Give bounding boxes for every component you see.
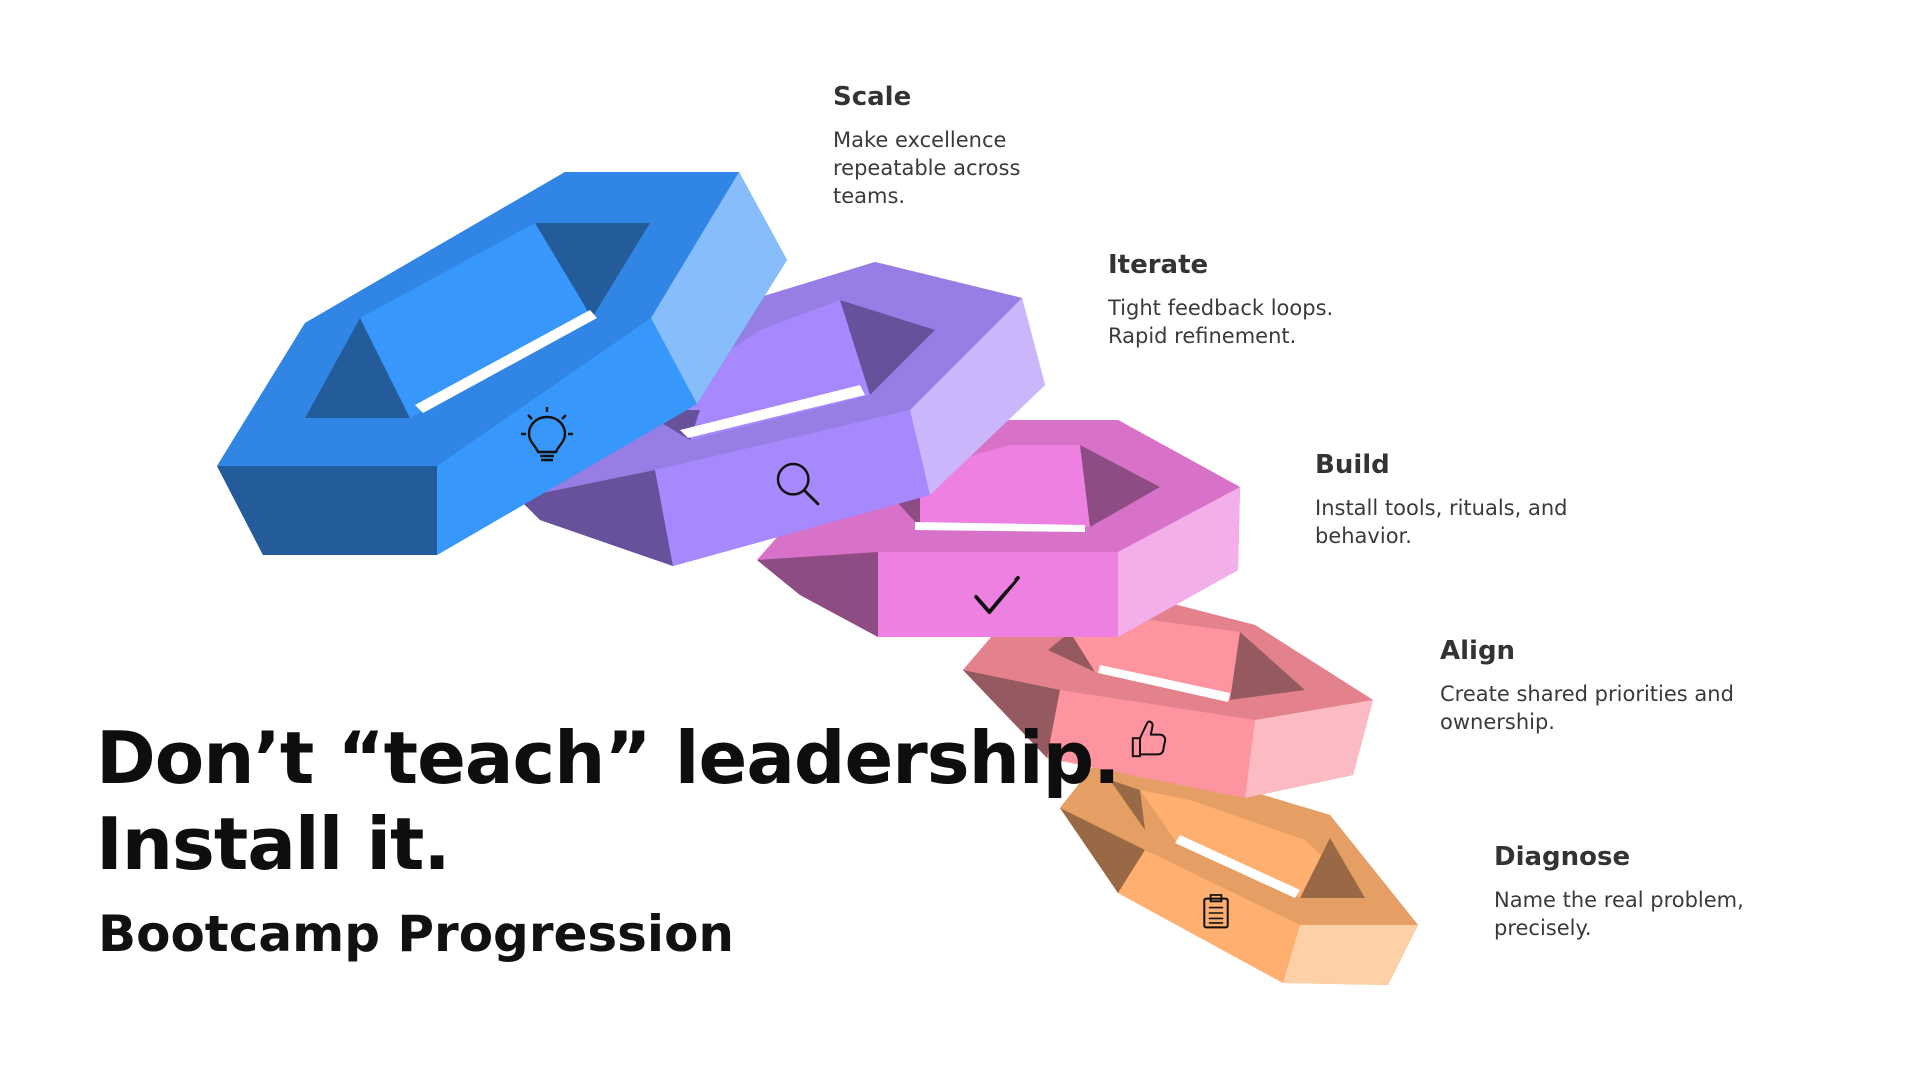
- block-iterate: [518, 262, 1045, 566]
- block-diagnose-right-face: [1283, 925, 1418, 985]
- step-scale-description: Make excellence repeatable across teams.: [833, 128, 1021, 208]
- headline: Don’t “teach” leadership. Install it.: [96, 715, 1120, 887]
- block-align: [963, 598, 1373, 798]
- step-scale-title: Scale: [833, 82, 912, 112]
- block-build-front-face: [878, 552, 1118, 637]
- step-build-text: Build Install tools, rituals, and behavi…: [1315, 450, 1645, 550]
- block-build-left-face: [757, 552, 878, 637]
- block-diagnose-left-face: [1060, 808, 1145, 893]
- subtitle: Bootcamp Progression: [98, 905, 735, 963]
- step-diagnose-description: Name the real problem, precisely.: [1494, 888, 1744, 940]
- lightbulb-icon: [521, 407, 573, 462]
- block-diagnose-inner-shadow-1: [1300, 838, 1365, 898]
- block-diagnose-inner-shadow-2: [1110, 780, 1145, 830]
- block-scale-inner-shadow-2: [305, 318, 410, 418]
- clipboard-icon: [1203, 894, 1229, 929]
- step-iterate-title: Iterate: [1108, 250, 1209, 280]
- block-iterate-front-face: [655, 410, 930, 566]
- step-align-text: Align Create shared priorities and owner…: [1440, 636, 1770, 736]
- block-iterate-slot: [680, 385, 865, 438]
- step-iterate-description: Tight feedback loops. Rapid refinement.: [1108, 296, 1334, 348]
- block-build-slot: [915, 522, 1085, 532]
- headline-line-1: Don’t “teach” leadership.: [96, 716, 1120, 800]
- block-iterate-inner-shadow-1: [840, 300, 935, 395]
- thumbs-up-icon: [1131, 720, 1167, 758]
- block-iterate-right-face: [910, 298, 1045, 495]
- step-build-title: Build: [1315, 450, 1390, 480]
- checkmark-icon: [974, 575, 1020, 615]
- block-align-front-face: [1047, 690, 1255, 798]
- magnifier-icon: [776, 462, 820, 506]
- block-diagnose-front-face: [1118, 850, 1300, 983]
- block-scale-inner-shadow-1: [535, 223, 650, 318]
- block-diagnose: [1060, 760, 1418, 985]
- block-align-right-face: [1245, 700, 1373, 798]
- block-build-inner-shadow-1: [1080, 445, 1160, 527]
- block-align-inner-shadow-1: [1230, 632, 1305, 700]
- block-scale: [217, 172, 787, 555]
- step-build-description: Install tools, rituals, and behavior.: [1315, 496, 1568, 548]
- block-build-right-face: [1118, 487, 1240, 637]
- block-scale-left-face: [217, 466, 437, 555]
- step-diagnose-title: Diagnose: [1494, 842, 1631, 872]
- block-scale-inner-wall: [305, 223, 650, 418]
- step-diagnose-text: Diagnose Name the real problem, precisel…: [1494, 842, 1824, 942]
- block-diagnose-slot: [1175, 835, 1300, 898]
- step-align-description: Create shared priorities and ownership.: [1440, 682, 1734, 734]
- block-align-left-face: [963, 670, 1060, 758]
- block-scale-right-face: [651, 172, 787, 404]
- step-iterate-text: Iterate Tight feedback loops. Rapid refi…: [1108, 250, 1438, 350]
- block-iterate-left-face: [518, 470, 673, 566]
- block-align-slot: [1098, 665, 1230, 702]
- block-scale-front-face: [437, 318, 697, 555]
- block-align-inner-shadow-2: [1048, 632, 1095, 672]
- block-diagnose-inner-wall: [1140, 790, 1365, 898]
- block-scale-slot: [415, 310, 597, 413]
- step-scale-text: Scale Make excellence repeatable across …: [833, 82, 1163, 210]
- headline-line-2: Install it.: [96, 802, 451, 886]
- step-align-title: Align: [1440, 636, 1516, 666]
